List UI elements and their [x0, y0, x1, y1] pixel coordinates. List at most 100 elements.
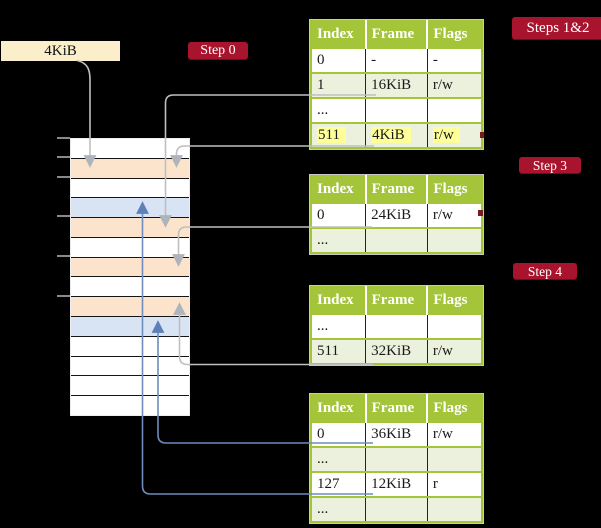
- page-table-step-3: Index Frame Flags 0 24KiB r/w ...: [309, 174, 484, 255]
- arrow-table1-row511-to-page1: [170, 145, 374, 168]
- tick-mark: [57, 295, 70, 297]
- cell-flags: r/w: [426, 421, 482, 447]
- badge-step-0: Step 0: [188, 42, 248, 60]
- col-header-frame: Frame: [364, 287, 428, 314]
- badge-steps-1-2: Steps 1&2: [512, 17, 601, 40]
- col-header-flags: Flags: [426, 287, 482, 314]
- badge-step-0-label: Step 0: [200, 43, 236, 58]
- table-row: 1 16KiB r/w: [311, 72, 482, 98]
- cell-frame: 16KiB: [365, 72, 428, 98]
- memory-page-row-5: [71, 236, 189, 257]
- page-table-step-4-upper: Index Frame Flags ... 511 32KiB r/w: [309, 285, 484, 366]
- table-header-row: Index Frame Flags: [311, 287, 482, 314]
- table-row: ...: [311, 227, 482, 253]
- col-header-index: Index: [311, 176, 366, 203]
- cell-index: 0: [311, 47, 366, 73]
- cell-flags: [426, 227, 482, 253]
- col-header-flags: Flags: [426, 176, 482, 203]
- cell-index: ...: [311, 97, 366, 123]
- cell-frame: 24KiB: [365, 202, 428, 228]
- memory-page-row-6: [71, 256, 189, 277]
- table-row-highlighted: 511 4KiB r/w: [311, 122, 482, 148]
- cell-frame: [365, 446, 428, 472]
- cell-index: 1: [311, 72, 366, 98]
- badge-steps-1-2-label: Steps 1&2: [526, 20, 590, 36]
- memory-page-row-9: [71, 316, 189, 336]
- table-header-row: Index Frame Flags: [311, 21, 482, 48]
- cell-index: ...: [311, 496, 366, 522]
- col-header-frame: Frame: [364, 395, 428, 422]
- cell-flags: [426, 496, 482, 522]
- table-row: 127 12KiB r: [311, 471, 482, 497]
- cell-index: ...: [311, 446, 366, 472]
- badge-step-4: Step 4: [513, 263, 577, 280]
- badge-step-3-label: Step 3: [532, 157, 568, 173]
- cell-frame: [365, 227, 428, 253]
- size-box-4kib: 4KiB: [1, 41, 120, 61]
- table-row: 511 32KiB r/w: [311, 338, 482, 364]
- col-header-index: Index: [311, 395, 366, 422]
- memory-page-row-11: [71, 355, 189, 376]
- tick-mark: [57, 176, 70, 178]
- highlight-mark: 511: [317, 127, 346, 143]
- cell-frame: 4KiB: [365, 122, 428, 148]
- memory-stack: [70, 138, 190, 416]
- table-row: 0 36KiB r/w: [311, 421, 482, 447]
- memory-page-row-0: [71, 139, 189, 158]
- cell-index: 511: [311, 338, 366, 364]
- highlight-mark: 4KiB: [371, 127, 411, 143]
- cell-index: ...: [311, 227, 366, 253]
- cell-flags: [426, 313, 482, 339]
- table-row: 0 24KiB r/w: [311, 202, 482, 228]
- memory-page-row-4: [71, 217, 189, 237]
- table-header-row: Index Frame Flags: [311, 395, 482, 422]
- cell-flags: [426, 446, 482, 472]
- memory-page-row-1: [71, 157, 189, 178]
- tick-mark: [57, 255, 70, 257]
- cell-frame: [365, 496, 428, 522]
- tick-mark: [57, 137, 70, 139]
- table-header-row: Index Frame Flags: [311, 176, 482, 203]
- col-header-index: Index: [311, 287, 366, 314]
- tick-mark: [57, 215, 70, 217]
- col-header-frame: Frame: [364, 21, 428, 48]
- memory-page-row-13: [71, 395, 189, 415]
- cell-frame: 12KiB: [365, 471, 428, 497]
- cell-flags: -: [426, 47, 482, 73]
- cell-index: 127: [311, 471, 366, 497]
- red-pointer-mark: [480, 132, 484, 138]
- highlight-mark: r/w: [432, 127, 460, 143]
- cell-frame: [365, 313, 428, 339]
- cell-index: 0: [311, 421, 366, 447]
- red-pointer-mark: [478, 210, 483, 216]
- size-box-label: 4KiB: [44, 42, 77, 59]
- table-row: ...: [311, 97, 482, 123]
- memory-page-row-2: [71, 177, 189, 198]
- col-header-flags: Flags: [426, 21, 482, 48]
- col-header-index: Index: [311, 21, 366, 48]
- cell-frame: 32KiB: [365, 338, 428, 364]
- table-row: ...: [311, 446, 482, 472]
- memory-page-row-8: [71, 296, 189, 317]
- badge-step-4-label: Step 4: [527, 263, 563, 279]
- cell-flags: [426, 97, 482, 123]
- cell-flags: r/w: [426, 72, 482, 98]
- cell-flags: r/w: [426, 202, 482, 228]
- memory-page-row-12: [71, 375, 189, 396]
- badge-step-3: Step 3: [519, 157, 581, 174]
- page-table-step-4-lower: Index Frame Flags 0 36KiB r/w ... 127 12…: [309, 393, 484, 524]
- cell-frame: [365, 97, 428, 123]
- tick-mark: [57, 156, 70, 158]
- col-header-flags: Flags: [426, 395, 482, 422]
- memory-page-row-10: [71, 335, 189, 356]
- cell-index: 511: [311, 122, 366, 148]
- cell-index: 0: [311, 202, 366, 228]
- cell-index: ...: [311, 313, 366, 339]
- page-table-steps-1-2: Index Frame Flags 0 - - 1 16KiB r/w ...: [309, 19, 484, 150]
- col-header-frame: Frame: [364, 176, 428, 203]
- table-row: 0 - -: [311, 47, 482, 73]
- cell-flags: r/w: [426, 338, 482, 364]
- cell-frame: -: [365, 47, 428, 73]
- cell-flags: r: [426, 471, 482, 497]
